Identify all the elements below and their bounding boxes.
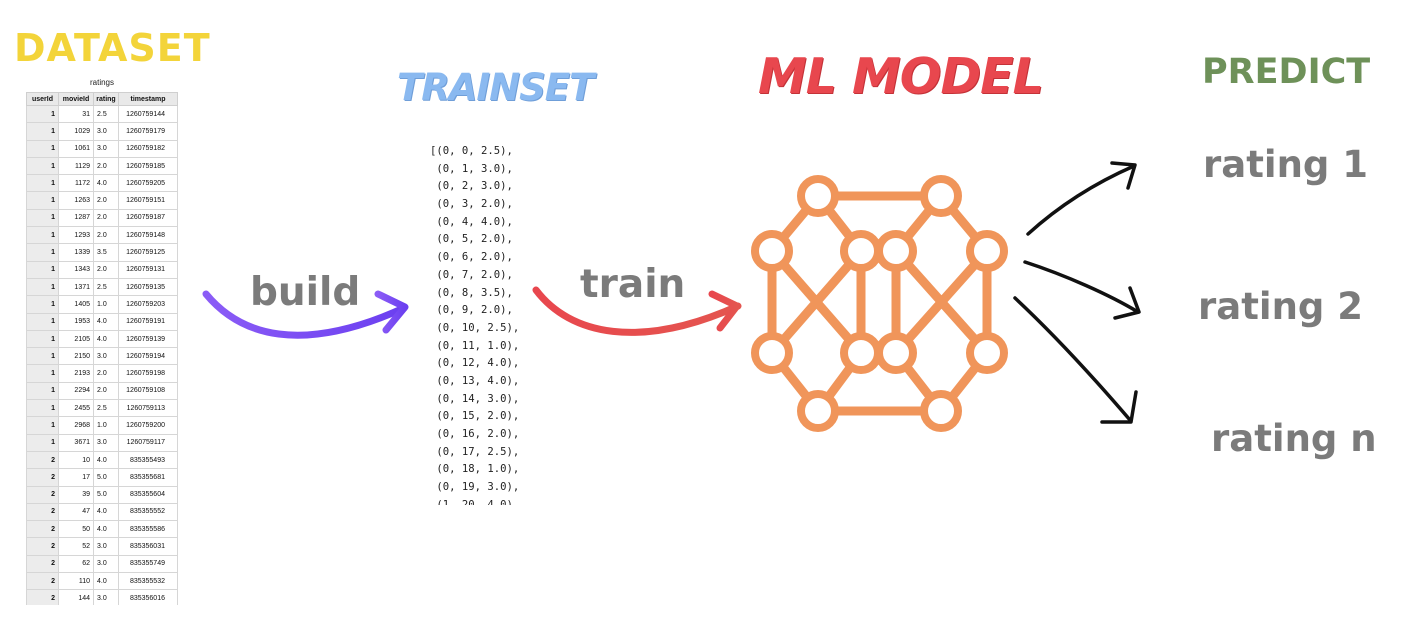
neural-network-icon	[751, 175, 1008, 432]
trainset-line: (0, 8, 3.5),	[430, 286, 513, 299]
user-id-cell: 2	[26, 537, 59, 556]
trainset-line: (0, 13, 4.0),	[430, 374, 520, 387]
output-arrow-3	[1013, 296, 1138, 424]
trainset-line: (0, 14, 3.0),	[430, 392, 520, 405]
output-rating-1: rating 1	[1203, 143, 1369, 186]
output-arrow-2	[1023, 260, 1141, 320]
trainset-line: (0, 4, 4.0),	[430, 215, 513, 228]
trainset-list: [(0, 0, 2.5), (0, 1, 3.0), (0, 2, 3.0), …	[430, 143, 550, 505]
user-id-cell: 1	[26, 104, 59, 124]
trainset-line: (0, 16, 2.0),	[430, 428, 520, 440]
timestamp-cell: 835356016	[118, 589, 178, 605]
user-id-cell: 1	[26, 329, 59, 349]
predict-heading: PREDICT	[1202, 52, 1371, 92]
user-id-cell: 2	[26, 485, 59, 504]
trainset-code-block: [(0, 0, 2.5), (0, 1, 3.0), (0, 2, 3.0), …	[430, 143, 550, 505]
user-id-cell: 1	[26, 277, 59, 297]
user-id-cell: 1	[26, 347, 59, 366]
build-arrow	[202, 290, 409, 339]
trainset-line: (0, 5, 2.0),	[430, 233, 513, 246]
ratings-table-caption: ratings	[89, 78, 114, 87]
trainset-line: (0, 1, 3.0),	[430, 162, 513, 175]
trainset-heading: TRAINSET	[397, 66, 594, 109]
ml-model-heading: ML MODEL	[758, 48, 1044, 105]
user-id-cell: 1	[26, 433, 59, 452]
trainset-line: (0, 19, 3.0),	[430, 481, 520, 494]
user-id-cell: 1	[26, 208, 59, 228]
trainset-line: (0, 18, 1.0),	[430, 463, 520, 476]
user-id-cell: 1	[26, 226, 59, 245]
output-rating-2: rating 2	[1198, 285, 1364, 328]
trainset-line: (0, 9, 2.0),	[430, 304, 513, 317]
table-column-header: timestamp	[118, 92, 178, 106]
trainset-line: (0, 11, 1.0),	[430, 339, 520, 352]
user-id-cell: 2	[26, 554, 59, 574]
train-label: train	[580, 262, 686, 307]
trainset-line: (0, 15, 2.0),	[430, 410, 520, 423]
trainset-line: (0, 3, 2.0),	[430, 198, 513, 211]
trainset-line: (0, 10, 2.5),	[430, 321, 520, 334]
user-id-cell: 2	[26, 572, 59, 591]
trainset-line: (0, 17, 2.5),	[430, 445, 520, 458]
table-column-header: movieId	[58, 92, 94, 106]
user-id-cell: 2	[26, 450, 59, 470]
timestamp-cell: 835355532	[118, 572, 178, 591]
user-id-cell: 1	[26, 260, 59, 279]
timestamp-cell: 835355749	[118, 554, 178, 574]
trainset-line: (0, 7, 2.0),	[430, 268, 513, 281]
dataset-heading: DATASET	[14, 26, 211, 70]
trainset-line: (1, 20, 4.0),	[430, 498, 520, 505]
trainset-line: [(0, 0, 2.5),	[430, 145, 513, 157]
user-id-cell: 1	[26, 381, 59, 401]
build-label: build	[250, 270, 361, 315]
output-rating-n: rating n	[1211, 417, 1377, 460]
trainset-line: (0, 12, 4.0),	[430, 357, 520, 370]
output-arrow-1	[1026, 161, 1137, 236]
user-id-cell: 2	[26, 589, 59, 605]
trainset-line: (0, 2, 3.0),	[430, 180, 513, 193]
trainset-line: (0, 6, 2.0),	[430, 251, 513, 264]
train-arrow	[532, 286, 742, 336]
user-id-cell: 1	[26, 156, 59, 176]
